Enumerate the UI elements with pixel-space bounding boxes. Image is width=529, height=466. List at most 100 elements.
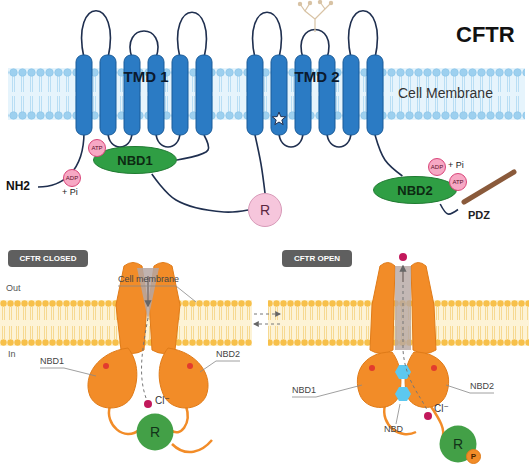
leader-line: [292, 385, 362, 397]
node-label: TMD 1: [72, 69, 220, 84]
loop: [349, 11, 378, 58]
mutation-star: [272, 112, 285, 125]
loop: [82, 11, 111, 58]
protein-chain: [152, 174, 248, 212]
diagram-title: CFTR: [456, 22, 515, 48]
tmd-lobe: [411, 263, 436, 354]
helix: [196, 55, 212, 135]
membrane-label: Cell membrane: [118, 275, 179, 284]
domain-label: NBD1: [40, 357, 64, 366]
pdz-tail: PDZ: [458, 166, 518, 224]
binding-site: [431, 365, 437, 371]
tmd-lobe: [370, 263, 395, 354]
badge-shape: [282, 250, 352, 267]
domain-label: NBD1: [292, 386, 316, 395]
protein-chain: [255, 135, 265, 193]
r-domain: R: [136, 413, 174, 451]
helix: [343, 55, 359, 135]
atp-circle: ATP: [449, 173, 467, 191]
node-label: CFTR CLOSED: [8, 255, 88, 263]
circle-shape: [450, 174, 467, 191]
circle-shape: [137, 414, 174, 451]
circle-shape: [64, 170, 81, 187]
nbd-lobe: [88, 348, 137, 408]
helix: [295, 55, 311, 135]
helix: [319, 55, 335, 135]
node-label: PDZ: [468, 210, 490, 221]
ion-path: [403, 285, 427, 410]
transition-arrow: [254, 324, 280, 325]
glycan-branch: [315, 3, 331, 19]
tmd-helices: TMD 2: [243, 55, 391, 135]
side-label: In: [8, 350, 16, 359]
loop: [301, 30, 329, 59]
glycan-branch: [300, 4, 315, 32]
badge-shape: [8, 250, 88, 267]
binding-site: [187, 363, 193, 369]
glycan-sugar: [329, 1, 332, 4]
membrane-label: Cell Membrane: [398, 86, 493, 100]
circle-shape: [89, 140, 106, 157]
pore: [395, 266, 411, 350]
flow-arrow: [402, 266, 403, 282]
binding-site: [103, 363, 109, 369]
domain-label: NBD2: [216, 350, 240, 359]
chloride-ion: [399, 253, 407, 261]
domain-label: NBD: [384, 425, 403, 434]
helix: [148, 55, 164, 135]
ion-path: [142, 318, 148, 398]
glycosylation: [298, 0, 332, 32]
ion-label: Cl⁻: [434, 404, 449, 414]
adp-circle: ADP+ Pi: [63, 169, 81, 187]
helix: [76, 55, 92, 135]
protein-chain: [384, 405, 416, 434]
binding-site: [369, 365, 375, 371]
loop: [178, 12, 207, 58]
transition-arrow: [254, 314, 280, 315]
loop: [130, 31, 158, 58]
state-badge: CFTR OPEN: [282, 250, 352, 267]
node-label: NBD1: [93, 154, 177, 167]
state-badge: CFTR CLOSED: [8, 250, 88, 267]
node-note: + Pi: [62, 188, 78, 197]
glycan-sugar: [308, 1, 311, 4]
protein-chain: [375, 135, 402, 176]
nbd-lobe: [357, 352, 401, 407]
protein-chain: [440, 204, 458, 214]
node-label: R: [136, 425, 174, 439]
protein-chain: [171, 406, 188, 432]
node-label: P: [466, 453, 481, 461]
circle-shape: [429, 159, 446, 176]
atp-hexagon: [395, 387, 411, 401]
tmd-helices: TMD 1: [72, 55, 220, 135]
protein-tail: [172, 440, 212, 452]
node-note: + Pi: [448, 161, 464, 170]
leader-line: [40, 368, 96, 376]
loop: [253, 12, 282, 58]
adp-circle: ADP+ Pi: [428, 158, 446, 176]
ellipse-shape: [374, 177, 457, 204]
node-label: TMD 2: [243, 69, 391, 84]
glycan-sugar: [298, 2, 301, 5]
leader-line: [118, 286, 196, 302]
helix: [271, 55, 287, 135]
nbd-domain: NBD2: [373, 176, 457, 204]
node-label: ATP: [449, 179, 467, 185]
node-label: R: [248, 203, 282, 217]
phosphate-circle: P: [466, 449, 481, 464]
helix: [247, 55, 263, 135]
node-label: ADP: [428, 164, 446, 170]
node-label: ADP: [63, 175, 81, 181]
atp-circle: ATP: [88, 139, 106, 157]
intracellular-loops: [38, 132, 351, 187]
circle-shape: [249, 194, 282, 227]
nbd-lobe: [405, 352, 449, 407]
helix: [172, 55, 188, 135]
n-terminus-line: [38, 132, 84, 187]
leader-line: [200, 361, 240, 372]
node-outline: [72, 55, 220, 135]
pdz-stick: [464, 172, 514, 202]
r-domain: R: [248, 193, 282, 227]
leader-line: [396, 404, 400, 424]
